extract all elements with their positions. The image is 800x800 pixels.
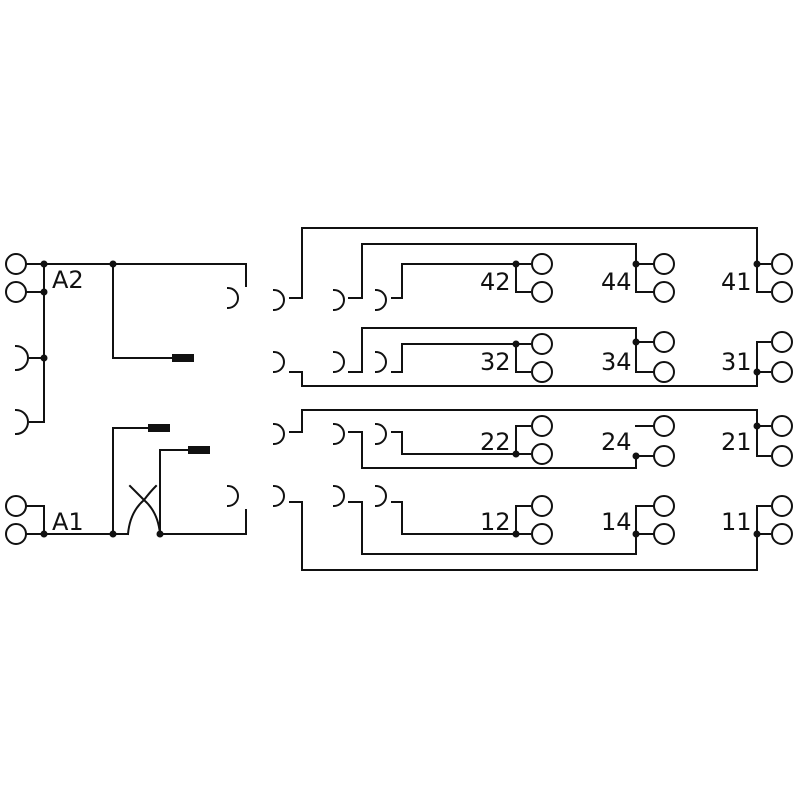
coil-section: A2 A1 (5, 253, 247, 545)
contact-wire-nc-1 (391, 501, 531, 535)
terminal-12b (531, 523, 553, 545)
terminal-34a (653, 331, 675, 353)
terminal-21b (771, 445, 793, 467)
terminal-a1-1 (5, 495, 27, 517)
contact-wire-nc-4 (391, 263, 531, 299)
contact-label-42: 42 (480, 268, 511, 296)
a1-wire (25, 427, 247, 536)
a1-right-hook (226, 484, 239, 508)
terminal-41b (771, 281, 793, 303)
node-dot (109, 260, 117, 268)
terminal-24a (653, 415, 675, 437)
a2-left-hooks (14, 344, 29, 436)
contact-wire-nc-2 (391, 425, 531, 455)
contact-label-14: 14 (601, 508, 632, 536)
node-dot (40, 260, 48, 268)
terminal-31a (771, 331, 793, 353)
contact-label-22: 22 (480, 428, 511, 456)
contact-label-44: 44 (601, 268, 632, 296)
contact-label-24: 24 (601, 428, 632, 456)
junction-dots (512, 260, 761, 538)
node-dot (40, 288, 48, 296)
terminal-21a (771, 415, 793, 437)
indicator-bar-3 (188, 446, 210, 454)
contact-label-12: 12 (480, 508, 511, 536)
coil-label-a2: A2 (52, 266, 84, 294)
terminal-44a (653, 253, 675, 275)
indicator-bar-1 (172, 354, 194, 362)
terminal-44b (653, 281, 675, 303)
terminal-32b (531, 361, 553, 383)
contact-section: 42 44 41 32 34 31 22 24 21 12 14 11 (272, 227, 793, 571)
terminal-14b (653, 523, 675, 545)
contact-hooks (272, 288, 387, 508)
terminal-14a (653, 495, 675, 517)
node-dot (40, 530, 48, 538)
terminal-a1-2 (5, 523, 27, 545)
terminal-11b (771, 523, 793, 545)
terminal-41a (771, 253, 793, 275)
contact-label-32: 32 (480, 348, 511, 376)
terminal-22a (531, 415, 553, 437)
indicator-bar-2 (148, 424, 170, 432)
terminal-24b (653, 445, 675, 467)
contact-label-41: 41 (721, 268, 752, 296)
node-dot (40, 354, 48, 362)
terminal-12a (531, 495, 553, 517)
contact-label-21: 21 (721, 428, 752, 456)
a2-wire (25, 263, 247, 423)
terminal-22b (531, 443, 553, 465)
terminal-32a (531, 333, 553, 355)
terminal-42b (531, 281, 553, 303)
terminal-42a (531, 253, 553, 275)
coil-label-a1: A1 (52, 508, 84, 536)
contact-wire-nc-3 (391, 343, 531, 373)
terminal-a2-2 (5, 281, 27, 303)
contact-label-31: 31 (721, 348, 752, 376)
node-dot (109, 530, 117, 538)
contact-label-34: 34 (601, 348, 632, 376)
terminal-a2-1 (5, 253, 27, 275)
a2-right-hook (226, 286, 239, 310)
node-dot (156, 530, 164, 538)
terminal-34b (653, 361, 675, 383)
terminal-31b (771, 361, 793, 383)
terminal-11a (771, 495, 793, 517)
contact-label-11: 11 (721, 508, 752, 536)
